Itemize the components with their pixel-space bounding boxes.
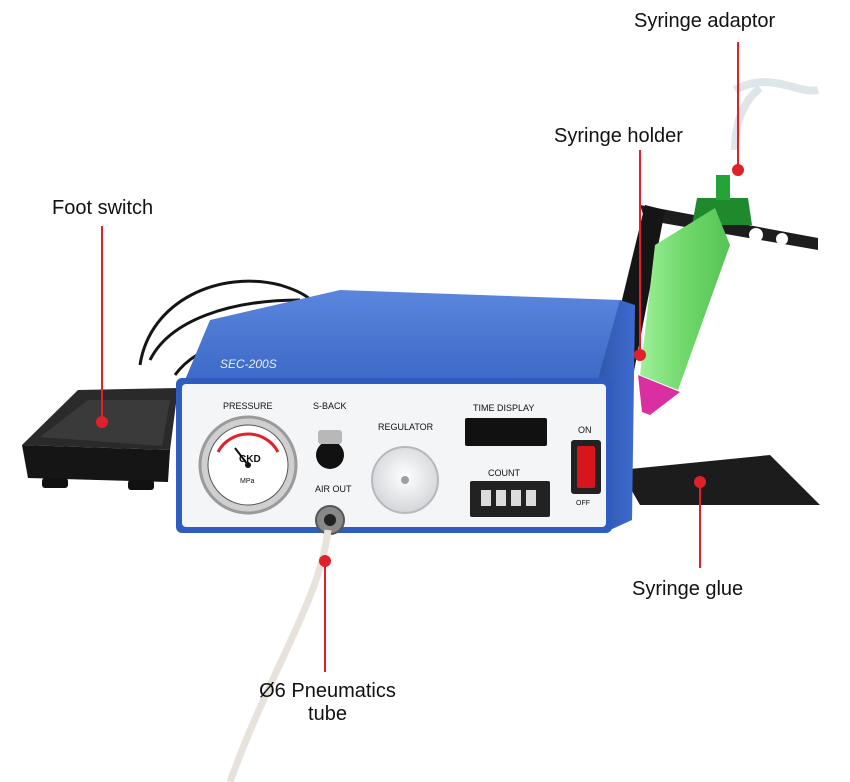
callout-dot-adaptor [732, 164, 744, 176]
count-counter [470, 481, 550, 517]
callout-dot-tube [319, 555, 331, 567]
callout-dot-holder [634, 349, 646, 361]
off-label: OFF [576, 500, 590, 507]
air-out-label: AIR OUT [315, 484, 352, 494]
s-back-label: S-BACK [313, 401, 347, 411]
callout-dot-glue [694, 476, 706, 488]
time-display-label: TIME DISPLAY [473, 403, 534, 413]
regulator-knob [371, 446, 439, 514]
on-label: ON [578, 425, 592, 435]
count-label: COUNT [488, 468, 520, 478]
regulator-label: REGULATOR [378, 422, 434, 432]
power-switch [571, 440, 601, 494]
pressure-label: PRESSURE [223, 401, 273, 411]
s-back-knob [316, 430, 344, 469]
label-pneumatic-tube: Ø6 Pneumatics tube [240, 680, 415, 726]
air-out-fitting [315, 505, 345, 535]
syringe [638, 78, 820, 415]
label-pneumatic-tube-line2: tube [308, 703, 347, 725]
label-pneumatic-tube-line1: Ø6 Pneumatics [259, 680, 396, 702]
gauge-brand-label: CKD [239, 454, 261, 465]
pressure-gauge [198, 415, 298, 515]
gauge-unit-label: MPa [240, 478, 255, 485]
time-display-screen [465, 418, 547, 446]
label-foot-switch: Foot switch [52, 197, 154, 219]
label-syringe-glue: Syringe glue [632, 578, 744, 600]
label-syringe-adaptor: Syringe adaptor [634, 10, 776, 32]
callout-dot-foot-switch [96, 416, 108, 428]
syringe-stand [605, 205, 820, 505]
model-text: SEC-200S [220, 357, 277, 371]
pneumatic-tube [226, 529, 332, 782]
label-syringe-holder: Syringe holder [554, 125, 683, 147]
foot-switch [22, 388, 178, 490]
